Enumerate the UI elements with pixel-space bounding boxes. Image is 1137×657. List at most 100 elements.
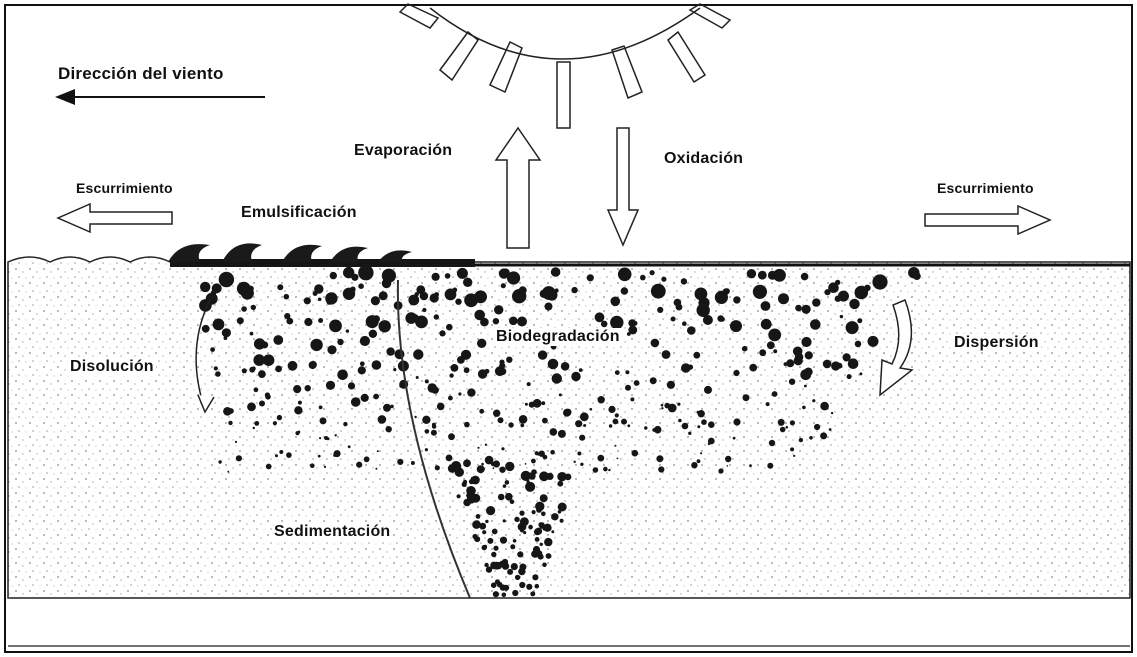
oil-droplet [393,368,396,371]
oil-droplet [337,339,343,345]
oil-droplet [215,371,221,377]
oil-droplet [561,362,570,371]
oil-droplet [343,288,355,300]
oil-droplet [501,283,506,288]
oil-droplet [493,410,500,417]
oil-droplet [478,369,487,378]
oil-droplet [552,373,562,383]
oil-droplet [579,368,583,372]
oil-droplet [657,307,663,313]
oil-droplet [603,467,608,472]
oil-droplet [727,465,729,467]
oil-droplet [613,419,619,425]
oil-droplet [500,537,507,544]
oil-droplet [682,423,689,430]
oil-droplet [577,452,581,456]
emulsification-label: Emulsificación [241,204,357,222]
oil-droplet [644,426,647,429]
oil-droplet [519,564,526,571]
oil-droplet [295,431,299,435]
oil-droplet [373,394,379,400]
oil-droplet [247,402,256,411]
oxidation-label: Oxidación [664,150,743,168]
oil-droplet [202,325,210,333]
oil-droplet [503,519,506,522]
oil-droplet [693,352,700,359]
oil-droplet [544,538,552,546]
oil-droplet [310,463,315,468]
oil-droplet [462,482,467,487]
oil-droplet [348,445,351,448]
oil-droplet [499,467,505,473]
oil-droplet [493,467,495,469]
oil-droplet [688,432,691,435]
oil-droplet [318,318,323,323]
oil-droplet [609,424,612,427]
oil-droplet [277,415,282,420]
oil-droplet [275,366,282,373]
oil-droplet [485,456,494,465]
oil-droplet [495,562,502,569]
oil-droplet [530,591,535,596]
oil-droplet [559,393,562,396]
oil-droplet [517,551,523,557]
oil-droplet [550,428,558,436]
oil-droplet [498,417,504,423]
oil-droplet [527,382,531,386]
oil-droplet [695,288,708,301]
oil-droplet [213,319,225,331]
oil-droplet [650,377,657,384]
oil-droplet [446,324,453,331]
oil-droplet [855,341,862,348]
oil-droplet [326,381,335,390]
oil-droplet [445,289,457,301]
oil-droplet [360,336,370,346]
oil-droplet [590,408,593,411]
oil-droplet [528,472,536,480]
oil-droplet [767,341,775,349]
oil-droplet [485,444,487,446]
oil-droplet [749,364,757,372]
oil-droplet [761,319,772,330]
oil-droplet [517,317,527,327]
oil-droplet [284,313,290,319]
oil-droplet [320,417,327,424]
oil-droplet [551,267,561,277]
oil-droplet [227,471,229,473]
oxidation-arrow-icon [608,128,638,245]
oil-droplet [515,575,520,580]
oil-droplet [538,554,544,560]
oil-droplet [575,420,582,427]
oil-droplet [284,294,290,300]
wind-arrow-icon [55,89,265,105]
oil-droplet [211,290,217,296]
oil-droplet [551,516,554,519]
oil-droplet [761,301,771,311]
oil-droplet [843,353,851,361]
oil-droplet [786,426,789,429]
oil-droplet [509,317,518,326]
oil-droplet [743,394,750,401]
oil-droplet [758,271,767,280]
oil-droplet [425,429,430,434]
oil-droplet [514,517,519,522]
oil-droplet [772,391,778,397]
oil-droplet [824,289,830,295]
oil-droplet [630,397,634,401]
oil-droplet [627,424,630,427]
oil-droplet [812,399,815,402]
oil-droplet [790,420,795,425]
oil-droplet [519,582,525,588]
oil-droplet [431,430,437,436]
oil-droplet [519,286,527,294]
oil-droplet [542,563,547,568]
oil-droplet [294,406,302,414]
oil-droplet [546,290,557,301]
oil-droplet [617,458,619,460]
oil-droplet [506,357,512,363]
oil-droplet [837,363,843,369]
oil-droplet [814,424,820,430]
oil-droplet [548,359,559,370]
oil-droplet [565,474,572,481]
oil-droplet [611,297,621,307]
